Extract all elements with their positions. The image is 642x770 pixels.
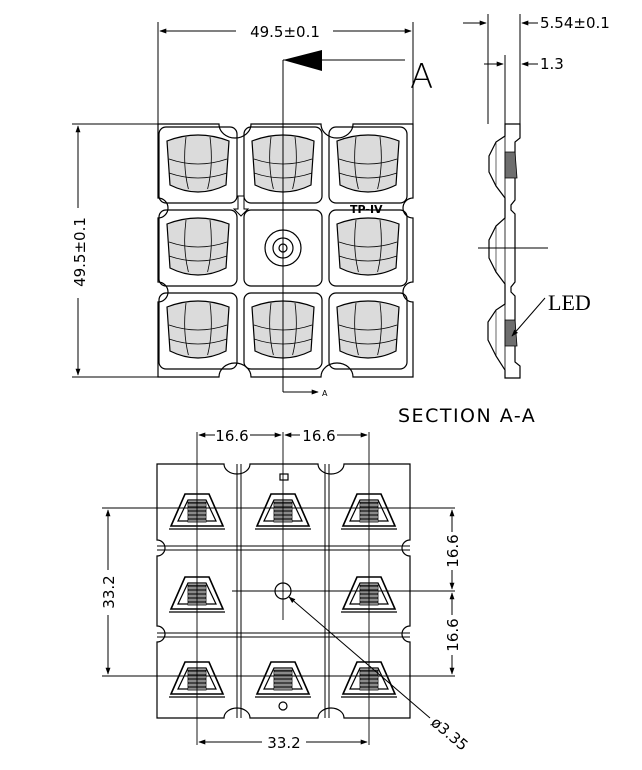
lens-facet-line [338,324,398,331]
front-lens [336,217,400,276]
lens-facet-line [377,302,382,356]
lens-facet-line [354,302,359,356]
lens-facet-line [269,302,274,356]
led-label: LED [548,290,591,315]
lens-facet-line [184,136,189,190]
front-lens-grid [158,126,408,370]
lens-facet-line [168,172,228,179]
lens-facet-line [184,219,189,273]
front-lens [336,300,400,359]
lens-facet-line [184,302,189,356]
side-base-thickness-label: 1.3 [540,55,564,73]
hole-diameter-label: ø3.35 [427,713,471,754]
span-x-label: 33.2 [267,734,300,752]
led-leader-line [511,297,546,337]
holder-outline [255,661,311,695]
bottom-led-holder [255,661,311,698]
bottom-center-lines [102,432,455,745]
model-label: TP-IV [350,203,383,216]
front-cell [328,126,408,204]
front-lens [166,134,230,193]
lens-facet-line [269,136,274,190]
lens-facet-line [168,324,228,331]
top-key-slot [279,473,289,481]
side-led-chips [504,151,518,347]
pitch-x-right-label: 16.6 [302,427,335,445]
lens-facet-line [377,136,382,190]
lens-facet-line [338,241,398,248]
front-cell [158,292,238,370]
lens-facet-line [207,302,212,356]
lens-facet-line [207,136,212,190]
holder-outline [169,576,225,610]
lens-facet-line [338,338,398,345]
bottom-outline [156,463,411,719]
section-letter-large: A [410,57,433,97]
front-height-dimension [72,123,158,378]
lens-facet-line [354,219,359,273]
lens-facet-line [168,241,228,248]
front-cell [158,209,238,287]
span-y-label: 33.2 [100,575,118,608]
lens-facet-line [292,302,297,356]
lens-facet-line [338,158,398,165]
section-letter-small: A [322,389,328,398]
pitch-y-bottom-label: 16.6 [444,618,462,651]
lens-facet-line [354,136,359,190]
lens-facet-line [207,219,212,273]
holder-outline [341,661,397,695]
front-cell [158,126,238,204]
front-view [157,123,414,378]
holder-outline [341,576,397,610]
front-height-label: 49.5±0.1 [71,217,89,287]
hole-diameter-leader [288,596,431,719]
lens-facet-line [168,158,228,165]
lens-facet-line [338,172,398,179]
front-cell [328,209,408,287]
lens-facet-line [377,219,382,273]
bottom-key-hole [278,701,288,711]
lens-facet-line [168,255,228,262]
pitch-x-left-label: 16.6 [215,427,248,445]
front-lens [166,217,230,276]
section-title: SECTION A-A [398,405,536,427]
side-thickness-dimension [463,14,538,124]
front-lens [166,300,230,359]
lens-facet-line [338,255,398,262]
pitch-y-top-label: 16.6 [444,534,462,567]
led-chip-bottom [504,319,518,347]
holder-outline [341,493,397,527]
lens-facet-line [292,136,297,190]
holder-outline [169,493,225,527]
holder-outline [255,493,311,527]
led-chip-top [504,151,518,179]
front-width-dimension [157,22,414,124]
section-arrow-large [283,50,322,71]
front-lens [336,134,400,193]
lens-facet-line [168,338,228,345]
front-cell [328,292,408,370]
front-width-label: 49.5±0.1 [250,23,320,41]
side-total-thickness-label: 5.54±0.1 [540,14,610,32]
holder-outline [169,661,225,695]
direction-arrow-icon [232,195,250,217]
